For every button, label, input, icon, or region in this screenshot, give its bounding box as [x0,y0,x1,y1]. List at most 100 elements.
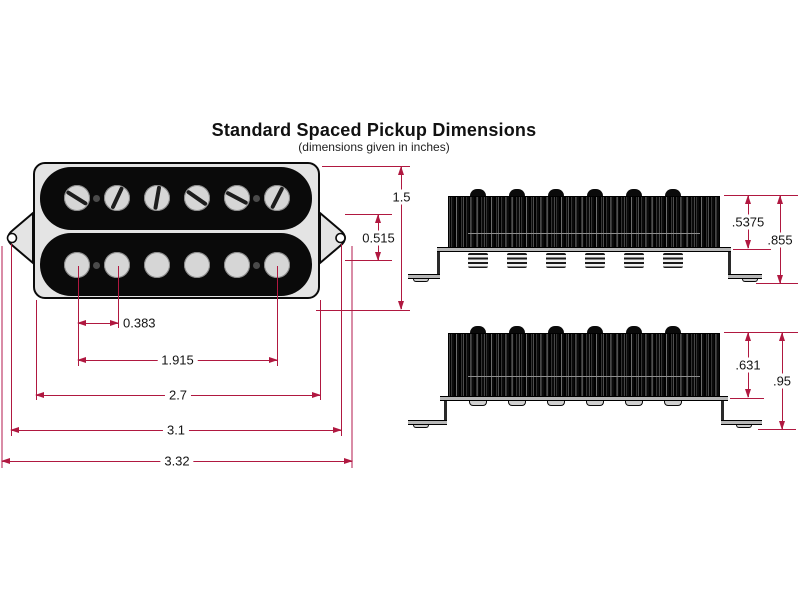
extension-line-pole-6 [277,266,278,366]
baseplate-flange [440,396,728,401]
screw-tip [625,401,643,406]
pole-slug [104,252,130,278]
dim-label-body-width: 2.7 [164,387,192,403]
pole-screw [184,185,210,211]
dim-pole-spacing: 0.383 [77,315,157,331]
dim-label-ear-hole-offset: 0.515 [358,230,399,245]
pole-screw [224,185,250,211]
screw-tip [586,401,604,406]
extension-line-body-left [36,300,37,400]
mounting-hole-right [335,232,346,244]
dim-label-lower-overall-depth: .95 [768,373,796,389]
extension-line-ear-tip-left [1,246,3,468]
pole-top [626,326,642,334]
extension-line-pole-2 [118,266,119,328]
dim-label-pole-spacing: 0.383 [122,315,157,331]
extension-line-body-bottom [316,310,410,311]
pickup-body [448,333,720,397]
pole-screw [64,185,90,211]
screw-slot [186,189,208,207]
dim-lower-body-depth: .631 [731,332,765,398]
pole-slug [64,252,90,278]
dim-label-overall-width: 3.32 [160,453,194,469]
extension-line-pole-1 [78,266,79,366]
pole-top [548,189,564,197]
extension-line-ear-bottom [345,260,392,261]
dim-upper-body-depth: .5375 [727,195,769,249]
dim-label-upper-overall-depth: .855 [763,232,797,247]
dim-lower-overall-depth: .95 [768,332,796,430]
dim-overall-width: 3.32 [1,453,353,469]
dim-ear-hole-offset: 0.515 [358,214,399,261]
dim-label-height: 1.5 [388,189,415,205]
dim-height: 1.5 [388,166,415,310]
pickup-body [448,196,720,249]
foot-tab-right [736,424,752,428]
extension-line-upper-plate [733,249,771,250]
dim-body-width: 2.7 [35,387,321,403]
pole-dot [253,262,260,269]
extension-line-body-right [320,300,321,400]
screw-tip [508,401,526,406]
dim-label-pole-span: 1.915 [157,352,198,368]
coil-tape-line [467,233,701,234]
screw-tip [547,401,565,406]
mounting-foot-right [721,420,762,425]
screw-slot [153,185,161,210]
pole-top [587,326,603,334]
spring [507,253,527,268]
pole-top [509,189,525,197]
spring [663,253,683,268]
pole-top [470,326,486,334]
extension-line-hole-left [11,244,12,436]
pole-dot [93,195,100,202]
screw-tip [469,401,487,406]
pole-slug [144,252,170,278]
pole-top [665,326,681,334]
pole-top [548,326,564,334]
pole-top [665,189,681,197]
baseplate-flange [437,247,731,252]
screw-tip [664,401,682,406]
extension-line-body-top [322,166,410,167]
extension-line-upper-top [724,195,798,196]
pole-screw [104,185,130,211]
pole-top [470,189,486,197]
mounting-leg-left [437,251,440,276]
diagram-title: Standard Spaced Pickup Dimensions [211,120,537,140]
pole-top [626,189,642,197]
pole-screw [264,185,290,211]
pole-dot [93,262,100,269]
screw-slot [225,190,249,205]
diagram-subtitle: (dimensions given in inches) [298,140,450,154]
foot-tab-left [413,278,429,282]
spring [585,253,605,268]
mounting-foot-right [728,274,762,279]
mounting-leg-left [444,400,447,422]
pole-slug [184,252,210,278]
extension-line-lower-top [724,332,798,333]
extension-line-lower-plate [730,398,764,399]
pole-dot [253,195,260,202]
dim-label-mounting-span: 3.1 [162,422,190,438]
mounting-leg-right [728,251,731,276]
mounting-hole-left [6,232,18,244]
foot-tab-left [413,424,429,428]
extension-line-lower-foot [758,429,796,430]
dim-label-upper-body-depth: .5375 [727,214,769,230]
foot-tab-right [742,278,758,282]
extension-line-ear-top [345,214,392,215]
screw-slot [65,189,89,206]
extension-line-ear-tip-right [351,246,353,468]
spring [468,253,488,268]
mounting-foot-left [408,274,440,279]
dim-pole-span: 1.915 [77,352,278,368]
coil-tape-line [467,376,701,377]
mounting-foot-left [408,420,447,425]
pole-screw [144,185,170,211]
dim-label-lower-body-depth: .631 [731,357,765,373]
pole-top [509,326,525,334]
mounting-ears [6,210,346,266]
spring [624,253,644,268]
